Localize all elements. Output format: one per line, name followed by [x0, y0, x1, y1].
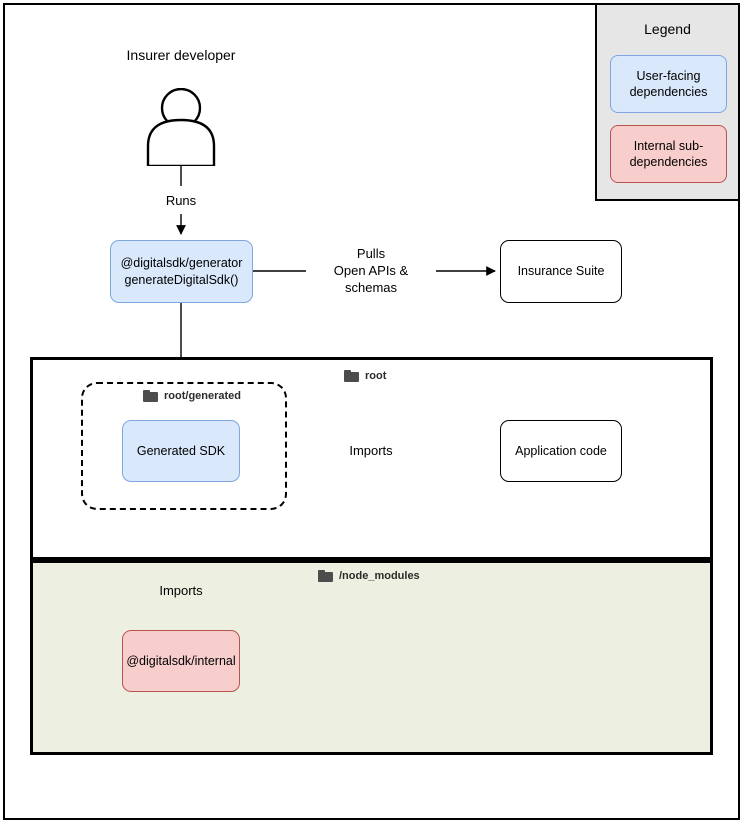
container-node-modules-caption: /node_modules: [318, 570, 420, 582]
folder-icon: [344, 370, 359, 382]
node-insurance-suite-label: Insurance Suite: [517, 264, 605, 278]
container-root-label: root: [365, 370, 387, 382]
container-root-generated-label: root/generated: [164, 390, 242, 402]
container-root-generated-caption: root/generated: [143, 390, 241, 402]
edge-label-imports-internal: Imports: [159, 583, 203, 598]
legend-item-internal: Internal sub-dependencies: [610, 125, 727, 183]
node-generated-sdk-label: Generated SDK: [136, 443, 226, 458]
legend-title: Legend: [644, 21, 691, 37]
node-internal-package[interactable]: @digitalsdk/internal: [122, 630, 240, 692]
actor-label: Insurer developer: [126, 47, 236, 63]
node-application-code-label: Application code: [515, 443, 607, 458]
page-frame: [3, 3, 740, 820]
folder-icon: [318, 570, 333, 582]
node-internal-package-label: @digitalsdk/internal: [126, 653, 236, 668]
edge-label-runs: Runs: [165, 193, 197, 208]
edge-label-pulls: Pulls Open APIs & schemas: [333, 246, 409, 295]
node-generator-label: @digitalsdk/generator generateDigitalSdk…: [120, 255, 243, 287]
container-root-generated: [81, 382, 287, 510]
legend-item-user-facing: User-facing dependencies: [610, 55, 727, 113]
node-application-code[interactable]: Application code: [500, 420, 622, 482]
legend-item-label: User-facing dependencies: [629, 69, 708, 99]
person-icon: [140, 87, 222, 168]
legend-panel: Legend User-facing dependencies Internal…: [595, 3, 740, 201]
node-insurance-suite[interactable]: Insurance Suite: [500, 240, 622, 303]
folder-icon: [143, 390, 158, 402]
node-generated-sdk[interactable]: Generated SDK: [122, 420, 240, 482]
node-generator[interactable]: @digitalsdk/generator generateDigitalSdk…: [110, 240, 253, 303]
edge-label-imports-application-code: Imports: [349, 443, 393, 458]
legend-item-label: Internal sub-dependencies: [629, 139, 708, 169]
container-root-caption: root: [344, 370, 386, 382]
container-node-modules-label: /node_modules: [339, 570, 420, 582]
